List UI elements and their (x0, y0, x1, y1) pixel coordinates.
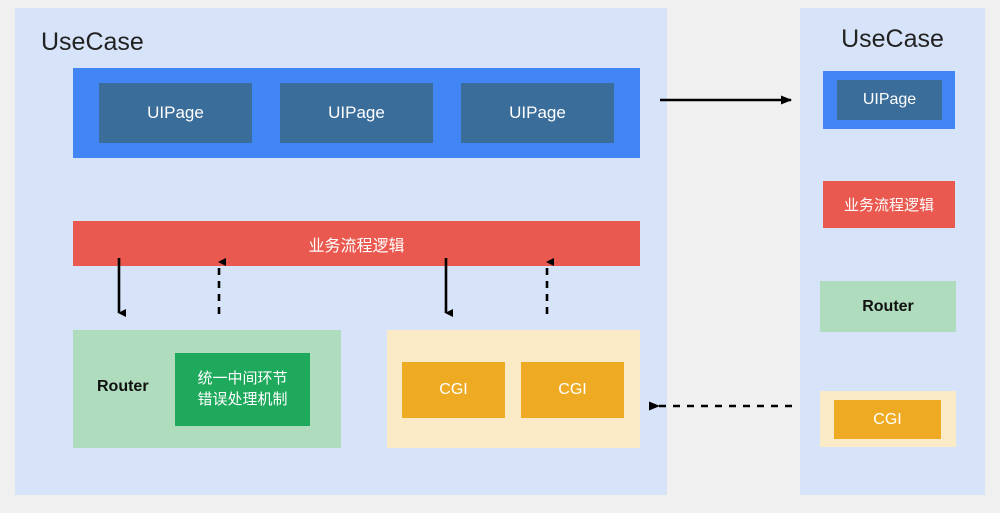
side-business-logic-box[interactable]: 业务流程逻辑 (823, 181, 955, 228)
main-panel-title: UseCase (41, 28, 144, 56)
main-business-logic-bar[interactable]: 业务流程逻辑 (73, 221, 640, 266)
main-usecase-panel: UseCase UIPage UIPage UIPage 业务流程逻辑 Rout… (15, 8, 667, 495)
side-panel-title: UseCase (841, 25, 944, 53)
main-cgi-container: CGI CGI (387, 330, 640, 448)
main-router-label: Router (97, 378, 149, 395)
main-uipage-box-1[interactable]: UIPage (99, 83, 252, 143)
side-cgi-container: CGI (820, 391, 956, 447)
error-box-line-2: 错误处理机制 (197, 390, 288, 408)
main-cgi-box-1[interactable]: CGI (402, 362, 505, 418)
main-uipage-box-2[interactable]: UIPage (280, 83, 433, 143)
main-cgi-box-2[interactable]: CGI (521, 362, 624, 418)
side-uipage-container: UIPage (823, 71, 955, 129)
main-error-handling-box[interactable]: 统一中间环节 错误处理机制 (175, 353, 310, 426)
main-uipage-container: UIPage UIPage UIPage (73, 68, 640, 158)
side-uipage-box[interactable]: UIPage (837, 80, 942, 120)
main-router-container: Router 统一中间环节 错误处理机制 (73, 330, 341, 448)
main-uipage-box-3[interactable]: UIPage (461, 83, 614, 143)
side-cgi-box[interactable]: CGI (834, 400, 941, 439)
side-router-box[interactable]: Router (820, 281, 956, 332)
error-box-line-1: 统一中间环节 (197, 370, 288, 388)
